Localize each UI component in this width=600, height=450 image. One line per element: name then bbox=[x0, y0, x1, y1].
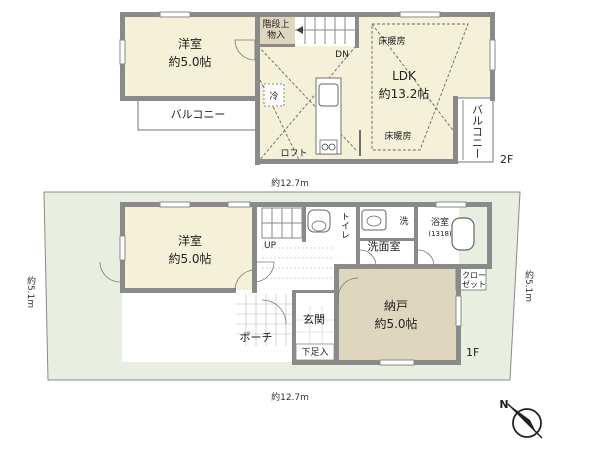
ldk-label: LDK bbox=[392, 69, 417, 83]
window bbox=[399, 11, 441, 18]
porch-tiles bbox=[236, 294, 294, 346]
window bbox=[159, 11, 191, 18]
door-swings-1f bbox=[99, 249, 435, 325]
porch-area bbox=[236, 294, 294, 346]
stair-storage-label: 物入 bbox=[267, 29, 285, 41]
ldk-size: 約13.2帖 bbox=[379, 86, 430, 101]
stair-steps-1f bbox=[261, 207, 303, 239]
floor-heating-label: 床暖房 bbox=[384, 130, 411, 142]
room-western-2f bbox=[122, 14, 257, 98]
shoe-storage-label: 下足入 bbox=[301, 347, 328, 358]
porch-label: ポーチ bbox=[240, 331, 273, 344]
second-floor: 洋室 約5.0帖 階段上 物入 DN 床暖房 LDK 約13.2帖 床暖房 冷 … bbox=[119, 11, 513, 189]
floor-label-2f: 2F bbox=[500, 153, 513, 166]
bath-label: 浴室 bbox=[431, 216, 449, 228]
fridge-label: 冷 bbox=[269, 90, 278, 102]
balcony-right bbox=[454, 97, 494, 163]
fridge-box bbox=[263, 83, 285, 107]
up-label: UP bbox=[264, 241, 277, 251]
room-storage bbox=[336, 268, 458, 362]
entrance-tiles bbox=[296, 306, 334, 344]
dimension-right: 約5.1m bbox=[523, 269, 534, 302]
burner-icon bbox=[328, 143, 336, 151]
window bbox=[119, 235, 126, 261]
compass-icon: N bbox=[499, 398, 543, 439]
room-western-1f-size: 約5.0帖 bbox=[168, 251, 211, 266]
dimension-top: 約12.7m bbox=[271, 177, 309, 189]
wash-basin-icon bbox=[361, 209, 387, 231]
closet-label: クロー bbox=[462, 271, 486, 280]
closet-label: ゼット bbox=[462, 279, 486, 289]
dn-label: DN bbox=[335, 50, 349, 60]
balcony-right-label: バルコニー bbox=[471, 104, 484, 159]
dimension-bottom: 約12.7m bbox=[271, 391, 309, 403]
room-western-1f-label: 洋室 bbox=[178, 233, 202, 248]
entrance-label: 玄関 bbox=[303, 312, 325, 326]
window bbox=[379, 359, 415, 366]
bath-size: (1318) bbox=[428, 230, 452, 238]
stair-steps-2f bbox=[295, 14, 357, 44]
storage-size: 約5.0帖 bbox=[374, 316, 417, 331]
kitchen-sink bbox=[318, 83, 339, 107]
window bbox=[455, 295, 462, 327]
room-western-2f-size: 約5.0帖 bbox=[168, 54, 211, 69]
stove-icon bbox=[319, 139, 338, 155]
stair-storage-box bbox=[257, 14, 295, 44]
window bbox=[227, 201, 251, 208]
loft-label: ロフト bbox=[280, 149, 307, 159]
room-western-2f-label: 洋室 bbox=[178, 36, 202, 51]
balcony-left-label: バルコニー bbox=[171, 108, 226, 121]
storage-label: 納戸 bbox=[384, 299, 408, 313]
stair-arrow-2f bbox=[296, 26, 303, 34]
stair-storage-label: 階段上 bbox=[262, 18, 289, 30]
burner-icon bbox=[321, 143, 329, 151]
first-floor: 洋室 約5.0帖 トイレ 洗 洗面室 浴室 (1318) クロー ゼット UP … bbox=[99, 201, 492, 366]
toilet-label: トイレ bbox=[339, 212, 350, 239]
hall-lines bbox=[262, 247, 334, 279]
window bbox=[489, 39, 496, 71]
window bbox=[119, 39, 126, 65]
door-swing bbox=[234, 39, 256, 61]
washroom-label: 洗面室 bbox=[368, 239, 401, 253]
dimension-left: 約5.1m bbox=[25, 275, 36, 308]
window bbox=[435, 201, 467, 208]
compass-north-label: N bbox=[499, 398, 508, 411]
room-western-1f bbox=[122, 204, 254, 290]
floor-label-1f: 1F bbox=[466, 346, 479, 359]
bathtub-icon bbox=[451, 217, 475, 251]
basin-bowl-icon bbox=[366, 215, 382, 227]
toilet-bowl-icon bbox=[311, 220, 327, 232]
floor-heating-label: 床暖房 bbox=[378, 35, 405, 47]
window bbox=[159, 201, 191, 208]
wash-label: 洗 bbox=[399, 215, 408, 227]
